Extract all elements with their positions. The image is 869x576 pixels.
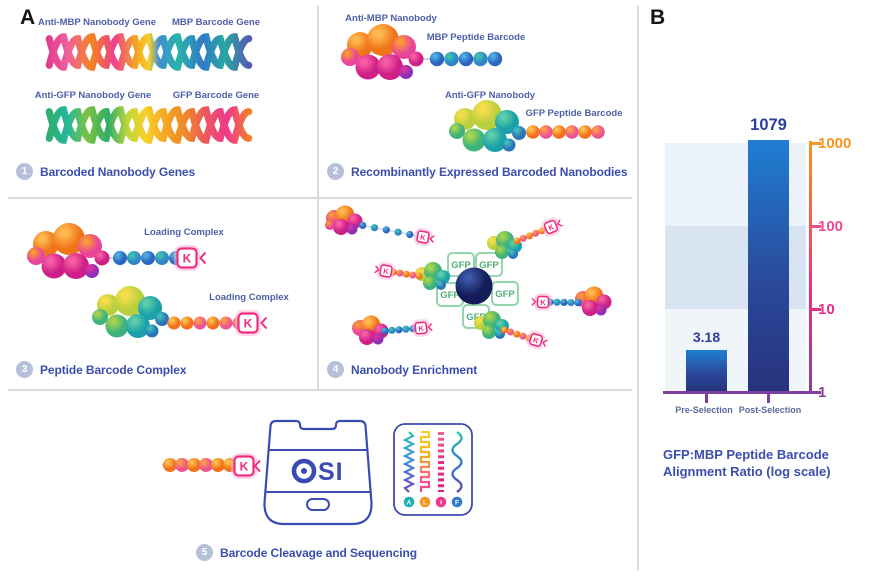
- step4-caption-text: Nanobody Enrichment: [351, 362, 478, 377]
- step1-caption-text: Barcoded Nanobody Genes: [40, 164, 196, 179]
- label-gfp-barcode-gene: GFP Barcode Gene: [172, 90, 260, 101]
- step5-number-badge: 5: [196, 544, 213, 561]
- cleavage-chevron-icon: [199, 251, 207, 265]
- y-tick-label-1000: 1000: [818, 135, 852, 152]
- k-tag: K: [547, 222, 556, 233]
- gfp-tag: GFP: [451, 260, 471, 271]
- k-tag: K: [419, 233, 427, 243]
- aa-letter-4: F: [455, 499, 459, 506]
- step2-caption: 2 Recombinantly Expressed Barcoded Nanob…: [327, 163, 628, 180]
- aa-badge-2: [419, 496, 431, 508]
- gfp-protein-sphere: [455, 267, 493, 305]
- divider-panel-a-b: [637, 6, 639, 570]
- step1-caption: 1 Barcoded Nanobody Genes: [16, 163, 195, 180]
- y-tick-10: [811, 308, 821, 311]
- y-axis-line: [809, 141, 812, 394]
- trace-sine: [451, 431, 463, 493]
- divider-horizontal-1: [8, 197, 632, 199]
- label-loading-complex-1: Loading Complex: [144, 227, 224, 238]
- step3-number-badge: 3: [16, 361, 33, 378]
- label-anti-mbp-nanobody: Anti-MBP Nanobody: [345, 13, 437, 24]
- step2-caption-text: Recombinantly Expressed Barcoded Nanobod…: [351, 164, 628, 179]
- k-tag-1: K: [183, 252, 192, 266]
- sequencing-traces-panel: A L I F: [393, 423, 473, 516]
- label-anti-mbp-gene: Anti-MBP Nanobody Gene: [37, 17, 157, 28]
- step3-caption: 3 Peptide Barcode Complex: [16, 361, 187, 378]
- x-label-pre-selection: Pre-Selection: [675, 405, 733, 415]
- complex-mbp-right: K: [531, 286, 612, 316]
- cleaved-barcode-chain: K: [162, 453, 261, 479]
- x-axis-line: [663, 391, 812, 394]
- step4-number-badge: 4: [327, 361, 344, 378]
- k-tag: K: [540, 298, 546, 307]
- gfp-tag: GFP: [466, 312, 486, 323]
- gfp-tag: GFP: [440, 290, 460, 301]
- y-tick-1: [811, 391, 821, 394]
- label-mbp-barcode-gene: MBP Barcode Gene: [172, 17, 260, 28]
- aa-badge-1: [403, 496, 415, 508]
- step5-caption-text: Barcode Cleavage and Sequencing: [220, 545, 417, 560]
- y-tick-label-100: 100: [818, 218, 844, 235]
- aa-badge-4: [451, 496, 463, 508]
- label-anti-gfp-nanobody: Anti-GFP Nanobody: [444, 90, 536, 101]
- label-loading-complex-2: Loading Complex: [209, 292, 289, 303]
- gfp-tag: GFP: [479, 260, 499, 271]
- dna-helix-mbp: [45, 33, 253, 71]
- complex-mbp-bottomleft: K: [352, 315, 433, 345]
- dna-helix-gfp: [45, 106, 253, 144]
- divider-horizontal-2: [8, 389, 632, 391]
- cleavage-chevron-icon: [260, 316, 268, 330]
- step1-number-badge: 1: [16, 163, 33, 180]
- mbp-loading-complex: K: [27, 223, 207, 279]
- k-tag-5: K: [240, 460, 249, 474]
- nanobody-enrichment-scene: GFP GFP GFP GFP GFP K: [325, 205, 612, 350]
- mbp-nanobody-with-barcode: [341, 24, 503, 80]
- trace-square-wave: [419, 430, 431, 492]
- label-anti-gfp-gene: Anti-GFP Nanobody Gene: [34, 90, 152, 101]
- complex-mbp-topleft: K: [325, 205, 435, 247]
- step3-caption-text: Peptide Barcode Complex: [40, 362, 187, 377]
- label-gfp-peptide-barcode: GFP Peptide Barcode: [525, 108, 623, 119]
- chart-title: GFP:MBP Peptide Barcode Alignment Ratio …: [663, 447, 831, 479]
- bar-chart-plot-area: 3.18 1079: [665, 116, 806, 392]
- qsi-logo-q-icon: [291, 458, 317, 484]
- panel-a-label: A: [20, 6, 36, 29]
- complex-gfp-left: K: [374, 261, 450, 290]
- sequencing-device: SI: [263, 419, 373, 526]
- panel-b-label: B: [650, 6, 666, 29]
- k-tag: K: [383, 267, 390, 277]
- cleavage-chevron-icon: [253, 459, 261, 473]
- aa-letter-1: A: [407, 499, 412, 506]
- y-tick-label-1: 1: [818, 384, 827, 401]
- complex-gfp-topright: K: [487, 217, 563, 259]
- y-tick-label-10: 10: [818, 301, 835, 318]
- gfp-nanobody-with-barcode: [449, 100, 605, 152]
- label-mbp-peptide-barcode: MBP Peptide Barcode: [426, 32, 526, 43]
- aa-letter-2: L: [423, 499, 427, 506]
- gfp-boxes: [436, 252, 519, 329]
- value-label-pre: 3.18: [692, 329, 721, 346]
- bar-pre-selection: [686, 350, 727, 392]
- qsi-logo-text: SI: [318, 458, 344, 486]
- trace-zigzag: [402, 431, 416, 493]
- y-tick-1000: [811, 142, 821, 145]
- complex-gfp-bottom: K: [474, 311, 548, 350]
- k-tag: K: [532, 335, 540, 345]
- gfp-loading-complex: K: [92, 286, 268, 338]
- x-tick-post: [767, 393, 770, 403]
- k-tag-2: K: [244, 317, 253, 331]
- y-tick-100: [811, 225, 821, 228]
- value-label-post: 1079: [750, 116, 787, 135]
- gfp-tag: GFP: [495, 289, 515, 300]
- aa-letter-3: I: [440, 499, 442, 506]
- x-label-post-selection: Post-Selection: [738, 405, 802, 415]
- aa-badge-3: [435, 496, 447, 508]
- x-tick-pre: [705, 393, 708, 403]
- k-tag: K: [418, 324, 425, 333]
- bar-post-selection: [748, 140, 789, 392]
- step4-caption: 4 Nanobody Enrichment: [327, 361, 477, 378]
- step2-number-badge: 2: [327, 163, 344, 180]
- step5-caption: 5 Barcode Cleavage and Sequencing: [196, 544, 417, 561]
